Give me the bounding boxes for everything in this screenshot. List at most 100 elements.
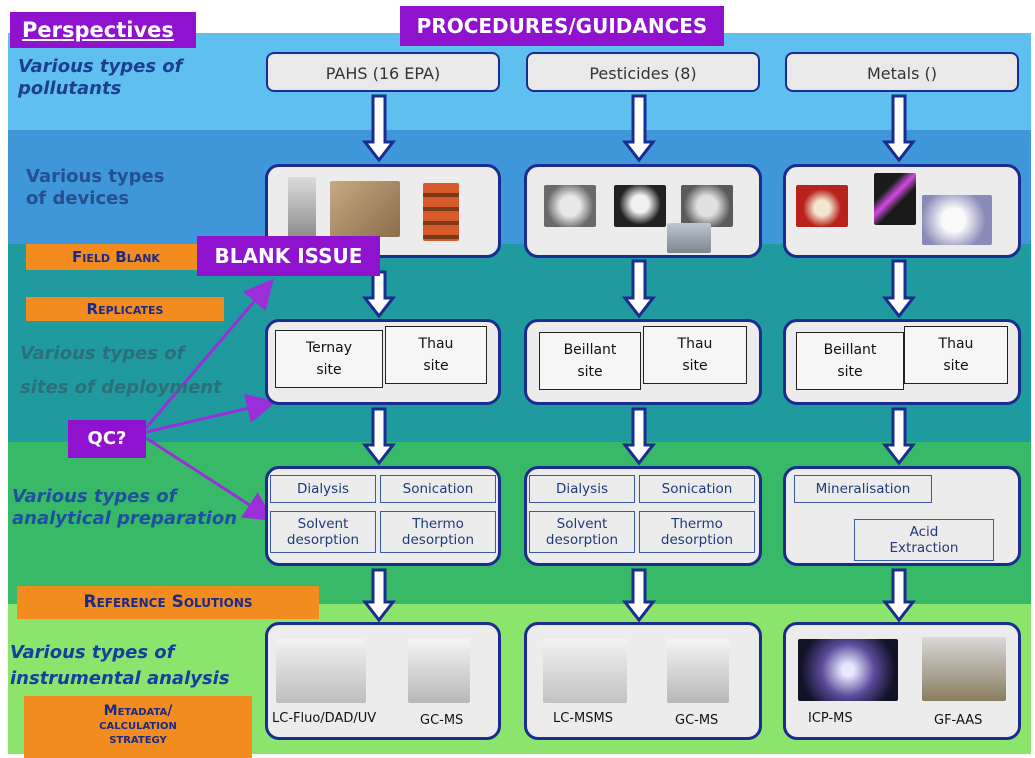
site-suffix: site [682,358,708,374]
row-label-line: pollutants [18,78,122,99]
metadata-line: Metadata/ [103,703,173,719]
prep-sonication: Sonication [639,475,755,503]
instrument-photo [798,639,898,701]
instrument-label: GC-MS [675,713,719,728]
site-name: Thau [677,336,713,352]
device-photo [423,183,459,241]
arrow-col3-device-site [881,259,917,319]
site-card-pahs: Ternay site Thau site [265,319,501,405]
replicates-label: Replicates [26,297,224,321]
instrument-label: GC-MS [420,713,464,728]
prep-acid-extraction: Acid Extraction [854,519,994,561]
blank-issue-badge: BLANK ISSUE [197,236,380,276]
prep-line: Extraction [889,540,959,556]
arrow-col1-site-prep [361,407,397,466]
prep-solvent-desorption: Solvent desorption [529,511,635,553]
prep-mineralisation: Mineralisation [794,475,932,503]
pollutant-box-pahs: PAHS (16 EPA) [266,52,500,92]
device-photo [330,181,400,237]
arrow-col2-prep-inst [621,568,657,623]
prep-line: Thermo [671,516,723,532]
row-label-line: analytical preparation [12,508,238,529]
metadata-line: calculation [99,717,177,733]
site-box: Thau site [643,326,747,384]
instrument-photo [276,639,366,703]
prep-dialysis: Dialysis [529,475,635,503]
qc-line-to-blank [144,278,274,429]
prep-line: Thermo [412,516,464,532]
site-name: Beillant [563,342,617,358]
site-suffix: site [316,362,342,378]
row-label-preparation: Various types of analytical preparation [12,486,237,530]
site-card-pesticides: Beillant site Thau site [524,319,762,405]
qc-line-to-replicates [145,393,277,434]
instrument-card-pesticides: LC-MSMS GC-MS [524,622,762,740]
row-label-line: Various types of [10,642,175,663]
row-label-sites: Various types of sites of deployment [20,337,222,405]
device-photo [288,177,316,239]
prep-dialysis: Dialysis [270,475,376,503]
qc-line-to-preparation [145,436,275,522]
arrow-col2-site-prep [621,407,657,466]
row-label-line: Various types of [12,486,177,507]
perspectives-header: Perspectives [10,12,196,48]
prep-line: Acid [909,524,939,540]
prep-line: desorption [545,532,619,548]
row-label-pollutants: Various types of pollutants [18,56,183,100]
prep-line: Solvent [297,516,349,532]
site-suffix: site [577,364,603,380]
site-suffix: site [943,358,969,374]
reference-solutions-label: Reference Solutions [17,586,319,619]
device-photo [544,185,596,227]
row-label-line: instrumental analysis [10,668,230,689]
field-blank-label: Field Blank [26,244,206,270]
arrow-col1-pollutant-device [361,94,397,163]
prep-solvent-desorption: Solvent desorption [270,511,376,553]
prep-line: Solvent [556,516,608,532]
down-arrows [361,94,917,623]
site-name: Ternay [305,340,353,356]
instrument-photo [922,637,1006,701]
metadata-line: strategy [109,731,167,747]
prep-card-pahs: Dialysis Sonication Solvent desorption T… [265,466,501,566]
prep-thermo-desorption: Thermo desorption [380,511,496,553]
site-box: Beillant site [796,332,904,390]
instrument-card-pahs: LC-Fluo/DAD/UV GC-MS [265,622,501,740]
device-photo [667,223,711,253]
device-photo [614,185,666,227]
instrument-label: LC-Fluo/DAD/UV [272,711,377,726]
arrow-col3-pollutant-device [881,94,917,163]
pollutant-box-metals: Metals () [785,52,1019,92]
instrument-card-metals: ICP-MS GF-AAS [783,622,1021,740]
site-card-metals: Beillant site Thau site [783,319,1021,405]
row-label-instrumental: Various types of instrumental analysis [10,640,230,692]
site-suffix: site [423,358,449,374]
arrow-col1-device-site [361,270,397,319]
arrow-col3-prep-inst [881,568,917,623]
qc-badge: QC? [68,420,146,458]
row-label-line: Various types of [20,343,185,364]
prep-sonication: Sonication [380,475,496,503]
site-name: Thau [938,336,974,352]
site-box: Ternay site [275,330,383,388]
site-name: Beillant [823,342,877,358]
row-label-line: of devices [26,188,130,209]
device-card-metals [783,164,1021,258]
arrow-col2-device-site [621,259,657,319]
arrow-col2-pollutant-device [621,94,657,163]
device-photo [874,173,916,225]
instrument-photo [667,639,729,703]
device-photo [681,185,733,227]
pollutant-box-pesticides: Pesticides (8) [526,52,760,92]
site-suffix: site [837,364,863,380]
row-label-line: Various types of [18,56,183,77]
row-label-line: sites of deployment [20,377,222,398]
site-box: Beillant site [539,332,641,390]
instrument-photo [408,639,470,703]
instrument-label: ICP-MS [808,711,853,726]
instrument-label: GF-AAS [934,713,983,728]
procedures-header: PROCEDURES/GUIDANCES [400,6,724,46]
prep-line: desorption [286,532,360,548]
arrow-col1-prep-inst [361,568,397,623]
